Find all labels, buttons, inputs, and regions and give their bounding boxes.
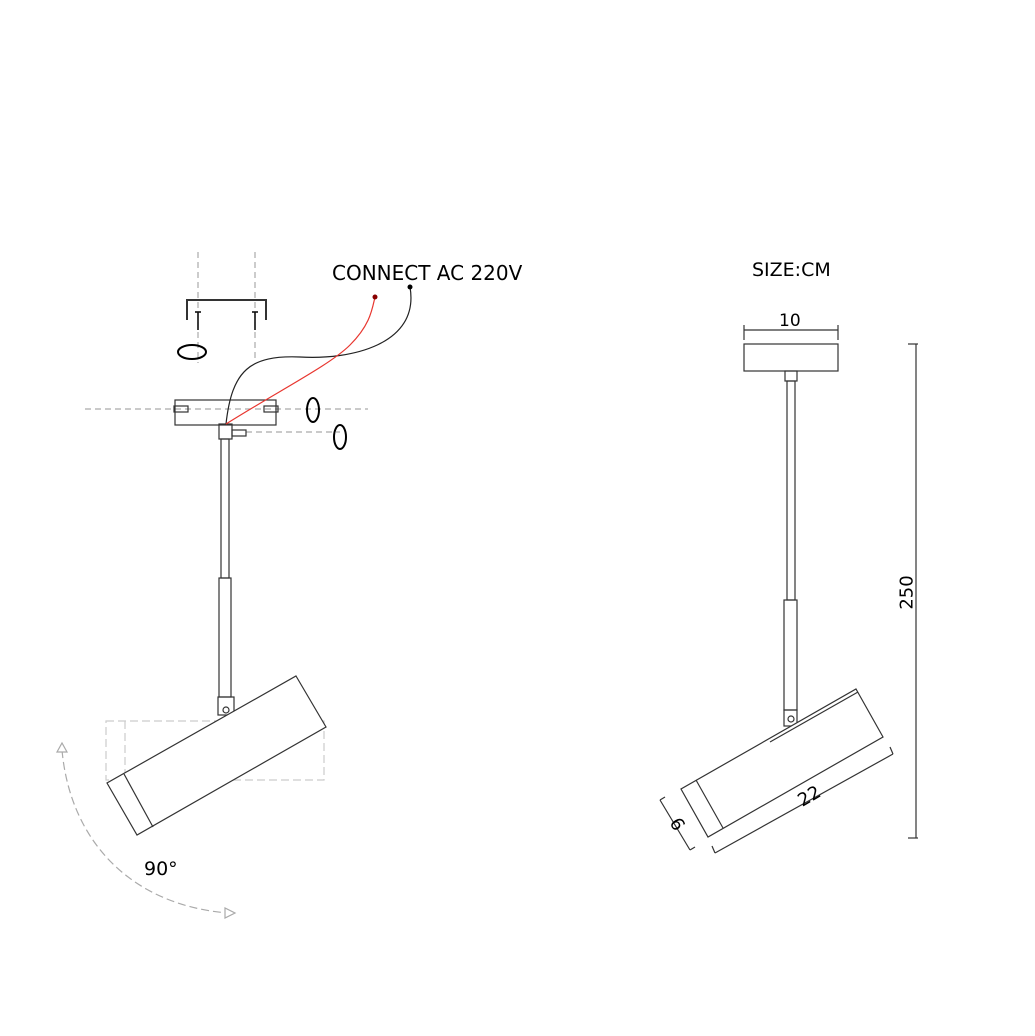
dim-head-length [711,746,894,854]
canopy-right [743,343,839,372]
mounting-bracket [186,299,267,320]
canopy-screw-left [173,405,189,413]
dim-canopy-width [743,325,839,340]
live-wire [225,296,376,425]
rod-lower [218,577,232,698]
dim-total-height-label: 250 [896,575,918,610]
rod-upper [220,438,230,579]
connect-ac-label: CONNECT AC 220V [332,261,523,285]
clamp-screw [231,429,247,437]
rotate-screw-icon [177,344,347,450]
canopy-plate [174,399,277,426]
dim-head-diameter [659,796,696,851]
mounting-screws [195,311,258,330]
neutral-wire [225,286,412,425]
rotation-arc [61,749,229,914]
dim-canopy-width-label: 10 [779,311,801,331]
dim-total-height [908,343,918,839]
lamp-head-right [680,688,884,838]
rotation-angle-label: 90° [144,858,178,880]
rod-right-lower [783,599,798,711]
canopy-screw-right [263,405,279,413]
lamp-head-left [106,675,327,836]
size-unit-label: SIZE:CM [752,259,831,281]
ceiling-guides [85,252,368,433]
rod-clamp [218,423,233,440]
rod-right-upper [786,380,796,601]
